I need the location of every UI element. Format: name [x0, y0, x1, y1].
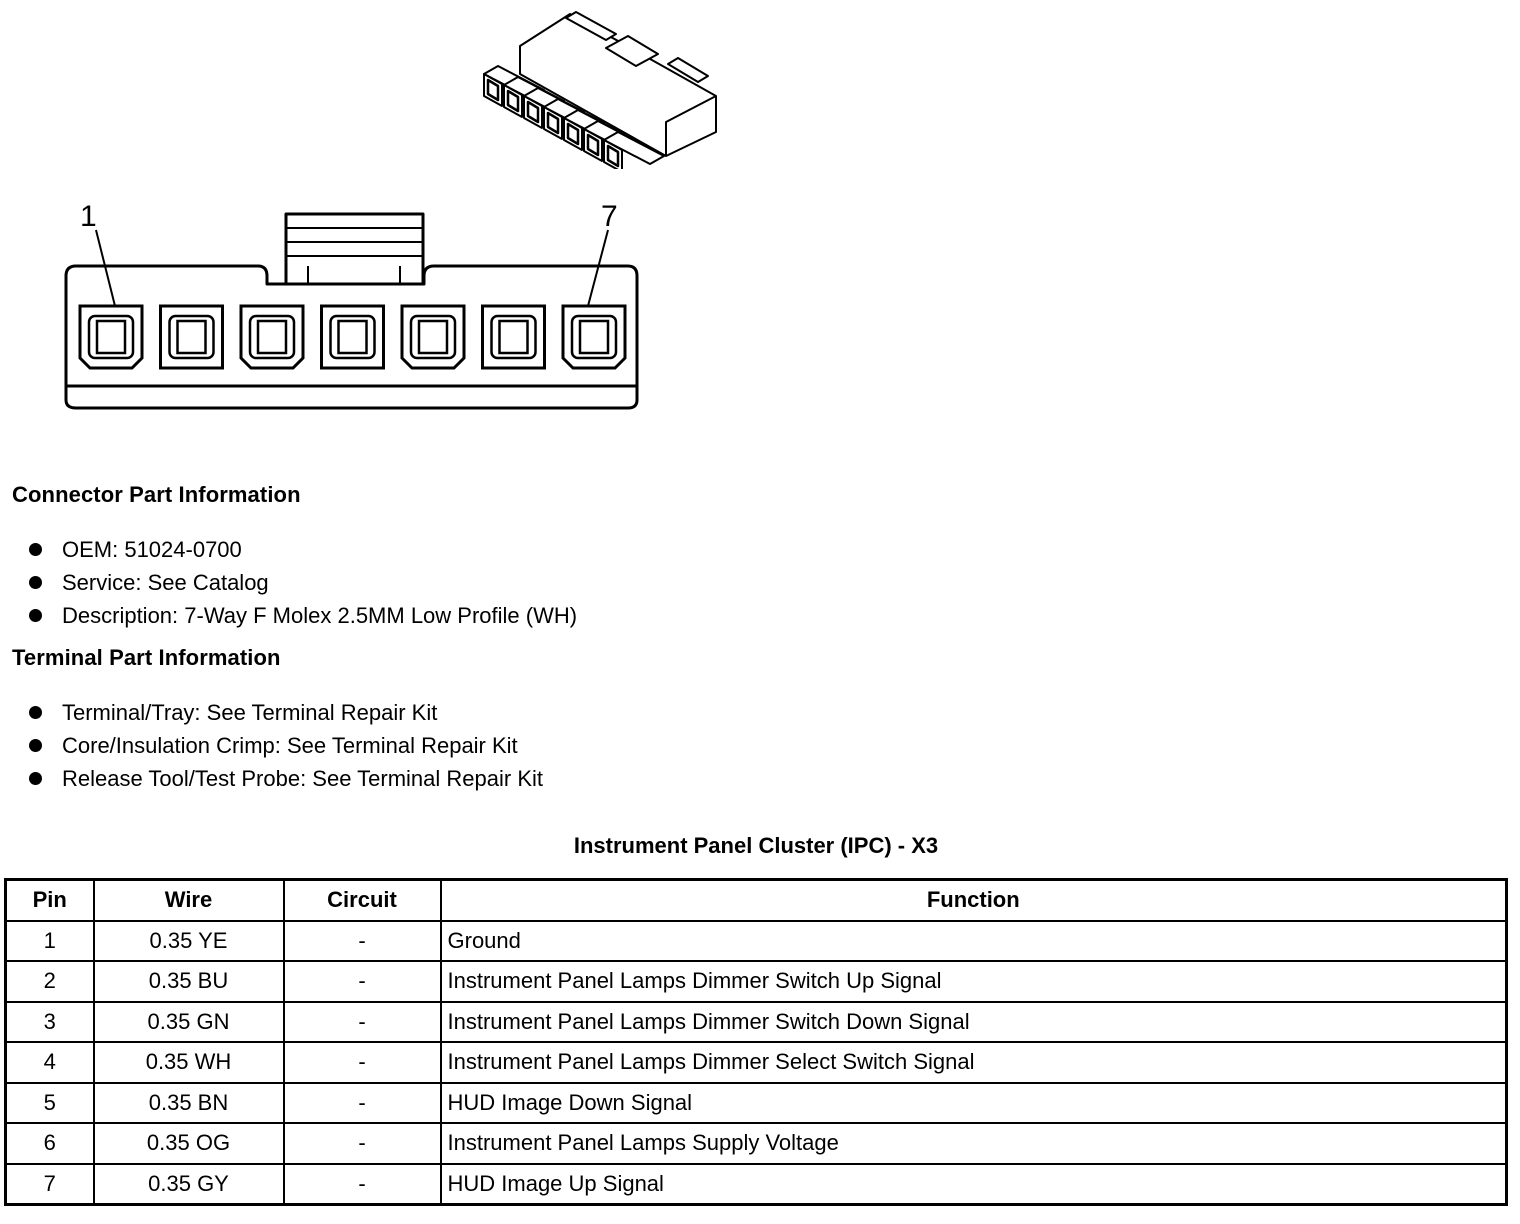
cell-function: HUD Image Down Signal [439, 1081, 1508, 1124]
cell-function: Instrument Panel Lamps Supply Voltage [439, 1122, 1508, 1165]
header-circuit: Circuit [282, 878, 442, 922]
table-row: 4 0.35 WH - Instrument Panel Lamps Dimme… [4, 1041, 1508, 1084]
terminal-cavity-5 [400, 304, 466, 370]
iso-terminal-7 [603, 131, 665, 169]
terminal-cavity-2 [159, 304, 224, 370]
cell-wire: 0.35 GN [92, 1000, 285, 1043]
list-item: Core/Insulation Crimp: See Terminal Repa… [28, 729, 543, 762]
cell-function: Instrument Panel Lamps Dimmer Select Swi… [439, 1041, 1508, 1084]
cell-pin: 3 [4, 1000, 95, 1043]
list-item: Terminal/Tray: See Terminal Repair Kit [28, 696, 543, 729]
cell-wire: 0.35 WH [92, 1041, 285, 1084]
pin-table-title: Instrument Panel Cluster (IPC) - X3 [573, 833, 939, 858]
cell-circuit: - [282, 919, 442, 962]
list-item: OEM: 51024-0700 [28, 533, 577, 566]
cell-function: Ground [439, 919, 1508, 962]
connector-face-view: 1 7 [64, 200, 639, 410]
cell-pin: 2 [4, 960, 95, 1003]
cell-circuit: - [282, 1081, 442, 1124]
list-item: Service: See Catalog [28, 566, 577, 599]
cell-wire: 0.35 OG [92, 1122, 285, 1165]
table-row: 5 0.35 BN - HUD Image Down Signal [4, 1081, 1508, 1124]
pin-table: Pin Wire Circuit Function 1 0.35 YE - Gr… [4, 878, 1508, 1206]
cell-wire: 0.35 YE [92, 919, 285, 962]
cell-function: Instrument Panel Lamps Dimmer Switch Up … [439, 960, 1508, 1003]
cell-function: Instrument Panel Lamps Dimmer Switch Dow… [439, 1000, 1508, 1043]
cell-function: HUD Image Up Signal [439, 1162, 1508, 1206]
header-wire: Wire [92, 878, 285, 922]
terminal-info-list: Terminal/Tray: See Terminal Repair Kit C… [28, 696, 543, 795]
connector-isometric-view [483, 11, 717, 169]
pin-label-first: 1 [80, 200, 97, 233]
cell-pin: 4 [4, 1041, 95, 1084]
cell-pin: 1 [4, 919, 95, 962]
terminal-cavity-3 [239, 304, 305, 370]
cell-circuit: - [282, 1041, 442, 1084]
header-function: Function [439, 878, 1508, 922]
connector-info-heading: Connector Part Information [12, 482, 301, 507]
terminal-info-heading: Terminal Part Information [12, 645, 281, 670]
list-item: Release Tool/Test Probe: See Terminal Re… [28, 762, 543, 795]
cell-pin: 7 [4, 1162, 95, 1206]
cell-pin: 5 [4, 1081, 95, 1124]
cell-wire: 0.35 BU [92, 960, 285, 1003]
list-item: Description: 7-Way F Molex 2.5MM Low Pro… [28, 599, 577, 632]
connector-info-list: OEM: 51024-0700 Service: See Catalog Des… [28, 533, 577, 632]
header-pin: Pin [4, 878, 95, 922]
terminal-cavity-6 [481, 304, 546, 370]
terminal-cavity-4 [320, 304, 385, 370]
cell-circuit: - [282, 1122, 442, 1165]
terminal-cavity-7 [561, 304, 627, 370]
table-row: 7 0.35 GY - HUD Image Up Signal [4, 1162, 1508, 1206]
cell-circuit: - [282, 960, 442, 1003]
cell-circuit: - [282, 1162, 442, 1206]
cell-pin: 6 [4, 1122, 95, 1165]
table-row: 2 0.35 BU - Instrument Panel Lamps Dimme… [4, 960, 1508, 1003]
table-row: 3 0.35 GN - Instrument Panel Lamps Dimme… [4, 1000, 1508, 1043]
cell-circuit: - [282, 1000, 442, 1043]
cell-wire: 0.35 GY [92, 1162, 285, 1206]
table-row: 1 0.35 YE - Ground [4, 919, 1508, 962]
table-row: 6 0.35 OG - Instrument Panel Lamps Suppl… [4, 1122, 1508, 1165]
terminal-cavity-1 [78, 304, 144, 370]
pin-label-last: 7 [601, 200, 618, 233]
table-header-row: Pin Wire Circuit Function [4, 878, 1508, 922]
cell-wire: 0.35 BN [92, 1081, 285, 1124]
